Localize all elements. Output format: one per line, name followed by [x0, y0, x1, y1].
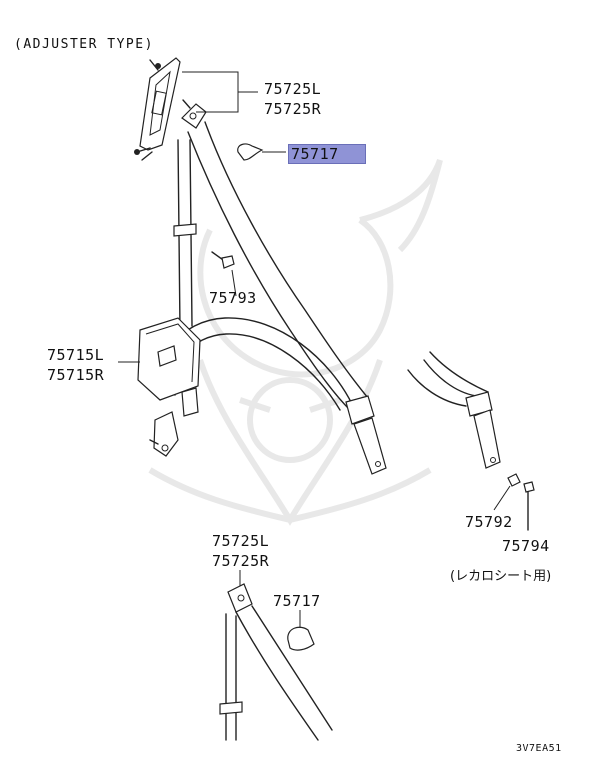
- shoulder-belt: [173, 121, 369, 411]
- part-number-75715L[interactable]: 75715L: [47, 346, 105, 364]
- part-number-75725R-top[interactable]: 75725R: [264, 100, 322, 118]
- recaro-seat-note: (レカロシート用): [450, 569, 552, 584]
- adjuster-plate-icon: [134, 57, 181, 161]
- part-number-75717-highlighted[interactable]: 75717: [288, 144, 366, 164]
- part-number-75725R-bottom[interactable]: 75725R: [212, 552, 270, 570]
- part-number-75725L-top[interactable]: 75725L: [264, 80, 322, 98]
- nut-icon: [493, 473, 535, 531]
- belt-cover-icon: [237, 143, 286, 161]
- watermark-icon: [148, 158, 443, 526]
- part-number-75793[interactable]: 75793: [209, 289, 257, 307]
- bolt-icon: [211, 251, 237, 297]
- lower-anchor-detail: [219, 570, 333, 741]
- diagram-code: 3V7EA51: [516, 743, 562, 754]
- part-number-75715R[interactable]: 75715R: [47, 366, 105, 384]
- part-number-75794[interactable]: 75794: [502, 537, 550, 555]
- part-number-75792[interactable]: 75792: [465, 513, 513, 531]
- recaro-belt: [407, 351, 501, 469]
- callout-lines: [118, 71, 258, 363]
- part-number-75717-bottom[interactable]: 75717: [273, 592, 321, 610]
- seat-belt-retractor-icon: [137, 317, 201, 457]
- belt-tongue-icon: [345, 395, 387, 475]
- part-number-75725L-bottom[interactable]: 75725L: [212, 532, 270, 550]
- shoulder-anchor-icon: [181, 99, 207, 129]
- diagram-header: (ADJUSTER TYPE): [14, 37, 154, 52]
